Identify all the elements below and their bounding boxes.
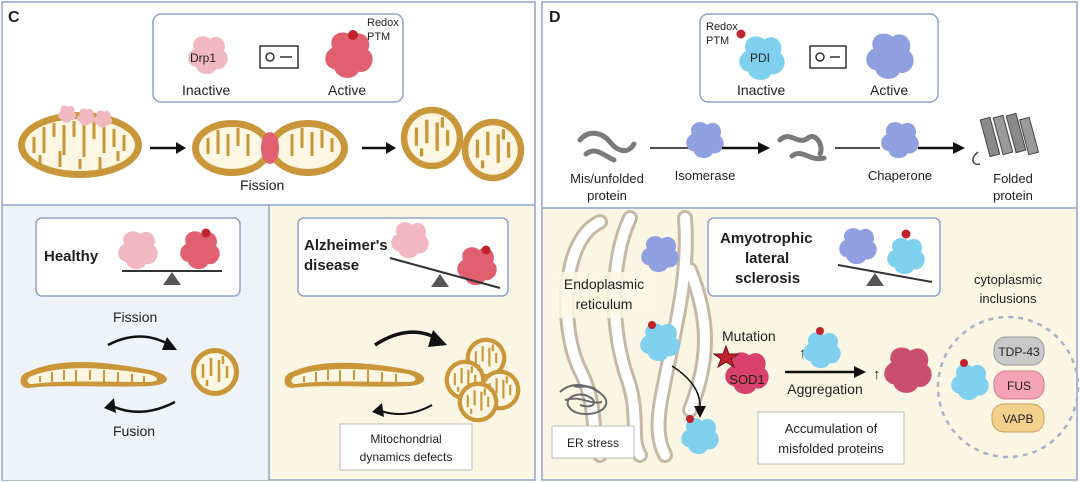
- healthy-title: Healthy: [44, 248, 99, 265]
- pdi-label: PDI: [750, 51, 770, 65]
- redox-label: Redox: [367, 17, 399, 29]
- redox-ptm-dot: [648, 321, 656, 329]
- redox-ptm-dot: [686, 415, 694, 423]
- balance-beam-tilted: [389, 257, 501, 289]
- folded-line1: Folded: [993, 171, 1033, 186]
- redox-ptm-dot: [736, 29, 746, 39]
- fission-arrow-2: [362, 142, 396, 154]
- ptm-label: PTM: [367, 31, 390, 43]
- redox-ptm-dot: [901, 229, 911, 239]
- als-line1: Amyotrophic: [720, 230, 813, 247]
- er-line2: reticulum: [576, 296, 633, 312]
- mutation-star-icon: [712, 344, 740, 369]
- accumulation-label-box: [757, 411, 905, 465]
- release-arrow: [671, 365, 701, 411]
- tdp43-label: TDP-43: [998, 345, 1040, 359]
- vapb-blob: [991, 403, 1045, 433]
- switch-icon: [259, 45, 299, 69]
- misfolded-line1: Mis/unfolded: [570, 171, 644, 186]
- mitochondrion-fragment: [189, 346, 241, 398]
- redox-ptm-dot: [481, 245, 491, 255]
- als-balance-box: [707, 217, 941, 297]
- defects-label-box: [339, 423, 473, 471]
- mitochondrion-fragment: [460, 117, 526, 183]
- redox-ptm-dot: [960, 359, 968, 367]
- balance-fulcrum: [163, 272, 181, 285]
- tdp43-blob: [993, 336, 1045, 366]
- inclusions-line1: cytoplasmic: [974, 272, 1042, 287]
- drp1-inactive-label: Inactive: [182, 82, 230, 98]
- redox-label: Redox: [706, 21, 738, 33]
- er-stress-label-box: [551, 425, 635, 459]
- inclusions-dashed-circle: [936, 315, 1080, 459]
- up-arrow-2: ↑: [873, 366, 881, 383]
- fus-blob: [993, 370, 1045, 400]
- balance-beam-tilted: [837, 264, 933, 283]
- aggregate-tangle-icon: [559, 384, 608, 416]
- healthy-fusion-label: Fusion: [113, 423, 155, 439]
- switch-icon: [809, 45, 847, 69]
- defects-line1: Mitochondrial: [370, 432, 441, 446]
- sod1-label: SOD1: [729, 372, 764, 387]
- balance-fulcrum: [431, 274, 449, 287]
- mitochondrion-fragment: [456, 380, 500, 424]
- mitochondrion-fragment: [399, 105, 465, 171]
- vapb-label: VAPB: [1002, 412, 1033, 426]
- redox-ptm-dot: [348, 30, 358, 40]
- fission-caption: Fission: [240, 177, 284, 193]
- drp1-label: Drp1: [190, 51, 216, 65]
- inclusions-line2: inclusions: [979, 291, 1037, 306]
- chaperone-label: Chaperone: [868, 168, 932, 183]
- accumulation-line1: Accumulation of: [785, 421, 878, 436]
- er-line1: Endoplasmic: [564, 276, 644, 292]
- misfolded-protein-icon: [577, 130, 637, 163]
- alzheimers-title-line1: Alzheimer's: [304, 237, 388, 254]
- fission-arrow-1: [150, 142, 186, 154]
- als-line2: lateral: [745, 250, 789, 267]
- accumulation-line2: misfolded proteins: [778, 441, 884, 456]
- folded-line2: protein: [993, 188, 1033, 203]
- pdi-inactive-label: Inactive: [737, 82, 785, 98]
- defects-line2: dynamics defects: [360, 450, 453, 464]
- er-stress-label: ER stress: [567, 436, 619, 450]
- redox-ptm-dot: [201, 228, 211, 238]
- intermediate-protein-icon: [777, 134, 827, 162]
- ptm-label: PTM: [706, 35, 729, 47]
- healthy-fission-label: Fission: [113, 309, 157, 325]
- balance-fulcrum: [866, 273, 884, 286]
- aggregation-label: Aggregation: [787, 381, 863, 397]
- folded-protein-icon: [972, 112, 1040, 166]
- als-line3: sclerosis: [735, 270, 800, 287]
- misfolded-line2: protein: [587, 188, 627, 203]
- up-arrow-1: ↑: [799, 345, 807, 362]
- elongated-mitochondrion: [284, 362, 425, 388]
- pdi-active-label: Active: [870, 82, 908, 98]
- fission-curved-arrow: [107, 335, 171, 347]
- fusion-curved-arrow: [109, 400, 176, 414]
- panel-c-letter: C: [8, 9, 20, 26]
- mutation-label: Mutation: [722, 328, 776, 344]
- panel-d-letter: D: [549, 9, 561, 26]
- drp1-active-label: Active: [328, 82, 366, 98]
- redox-ptm-dot: [816, 327, 824, 335]
- fus-label: FUS: [1007, 379, 1031, 393]
- mitochondrion-dividing: [192, 120, 348, 176]
- alzheimers-title-line2: disease: [304, 257, 359, 274]
- elongated-mitochondrion: [20, 361, 167, 388]
- isomerase-label: Isomerase: [675, 168, 736, 183]
